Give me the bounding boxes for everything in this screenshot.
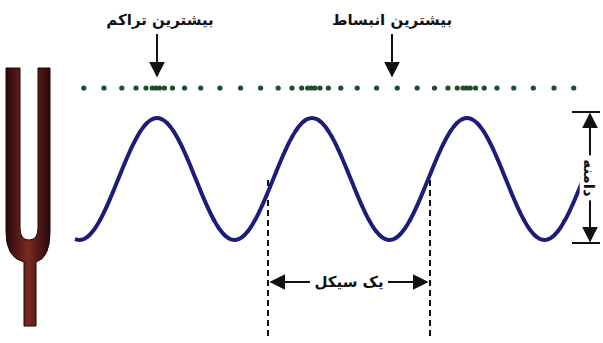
pointer-arrow [156, 34, 158, 76]
air-particle [157, 85, 162, 90]
air-particle [511, 85, 516, 90]
air-particle [494, 85, 499, 90]
air-particle [217, 85, 222, 90]
air-particle [276, 85, 281, 90]
air-particle [432, 85, 437, 90]
air-particle [101, 85, 106, 90]
air-particle [170, 85, 175, 90]
air-particle [445, 85, 450, 90]
air-particle [133, 85, 138, 90]
amplitude-label: دامنه [580, 155, 598, 200]
sine-wave [75, 118, 591, 240]
air-particle [81, 85, 86, 90]
air-particle [258, 85, 263, 90]
air-particle [482, 85, 487, 90]
air-particle [317, 85, 322, 90]
air-particle [143, 85, 148, 90]
air-particle [374, 85, 379, 90]
air-particle [198, 85, 203, 90]
rarefaction-label: بیشترین انبساط [332, 11, 452, 29]
amplitude-tick [572, 242, 600, 244]
air-particle [119, 85, 124, 90]
cycle-boundary [267, 180, 269, 336]
air-particle [162, 85, 167, 90]
air-particle [551, 85, 556, 90]
air-particle [395, 85, 400, 90]
air-particle [299, 85, 304, 90]
air-particle [326, 85, 331, 90]
air-particle [355, 85, 360, 90]
air-particle [415, 85, 420, 90]
air-particle [182, 85, 187, 90]
air-particle [289, 85, 294, 90]
cycle-boundary [429, 180, 431, 336]
air-particle [338, 85, 343, 90]
air-particle [468, 85, 473, 90]
air-particle [455, 85, 460, 90]
air-particle [571, 85, 576, 90]
compression-label: بیشترین تراکم [106, 11, 213, 29]
air-particle [238, 85, 243, 90]
air-particle [473, 85, 478, 90]
air-particle [531, 85, 536, 90]
air-particle [312, 85, 317, 90]
pointer-arrow [391, 34, 393, 76]
amplitude-tick [572, 111, 600, 113]
cycle-label: یک سیکل [310, 273, 387, 291]
tuning-fork [6, 68, 50, 326]
